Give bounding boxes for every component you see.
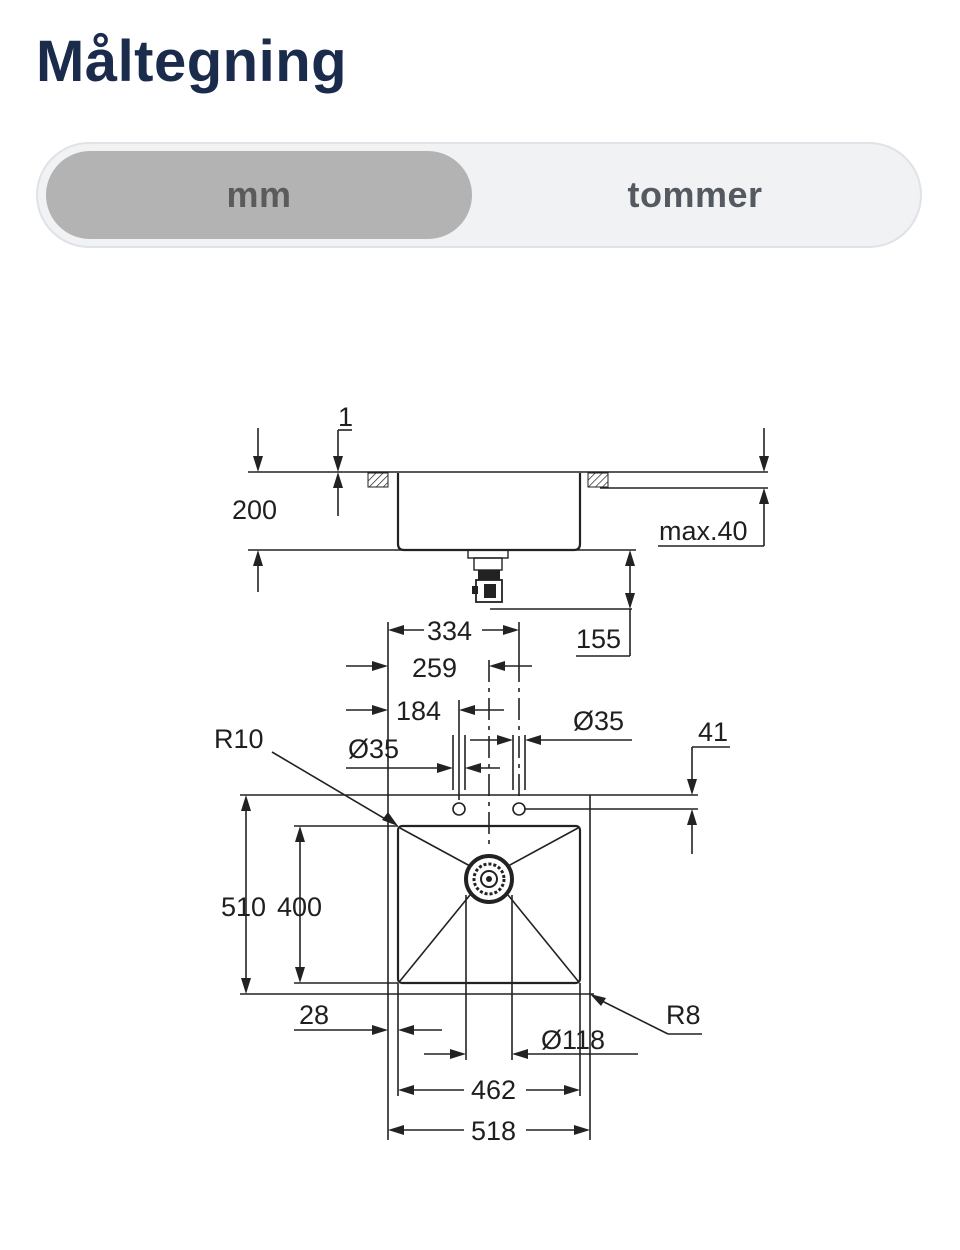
dim-drain-label: Ø118 [541, 1025, 605, 1055]
dim-462-label: 462 [471, 1075, 516, 1105]
drain-icon [464, 854, 514, 904]
dim-334-label: 334 [427, 616, 472, 646]
dim-510-label: 510 [221, 892, 266, 922]
dim-thickness-label: 1 [338, 402, 353, 432]
tap-hole-right-icon [512, 802, 526, 816]
dim-max-counter-label: max.40 [659, 516, 748, 546]
dim-waste-height-label: 155 [576, 624, 621, 654]
dim-184-label: 184 [396, 696, 441, 726]
dim-259-label: 259 [412, 653, 457, 683]
unit-option-inches[interactable]: tommer [627, 174, 763, 215]
waste-fitting-icon [467, 549, 509, 603]
side-view: 1 200 max.40 155 [232, 402, 769, 657]
dim-400-label: 400 [277, 892, 322, 922]
dim-28-label: 28 [299, 1000, 329, 1030]
unit-option-mm[interactable]: mm [46, 151, 472, 239]
top-view: 334 259 184 Ø35 Ø35 41 [214, 616, 730, 1146]
dim-41-label: 41 [698, 717, 728, 747]
dim-hole-left-label: Ø35 [348, 734, 399, 764]
unit-toggle[interactable]: mm tommer [36, 142, 922, 248]
dim-518-label: 518 [471, 1116, 516, 1146]
page-title: Måltegning [36, 29, 348, 94]
tap-hole-left-icon [452, 802, 466, 816]
radius-outer-label: R10 [214, 724, 264, 754]
radius-inner-label: R8 [666, 1000, 701, 1030]
dim-hole-right-label: Ø35 [573, 706, 624, 736]
dim-depth-label: 200 [232, 495, 277, 525]
